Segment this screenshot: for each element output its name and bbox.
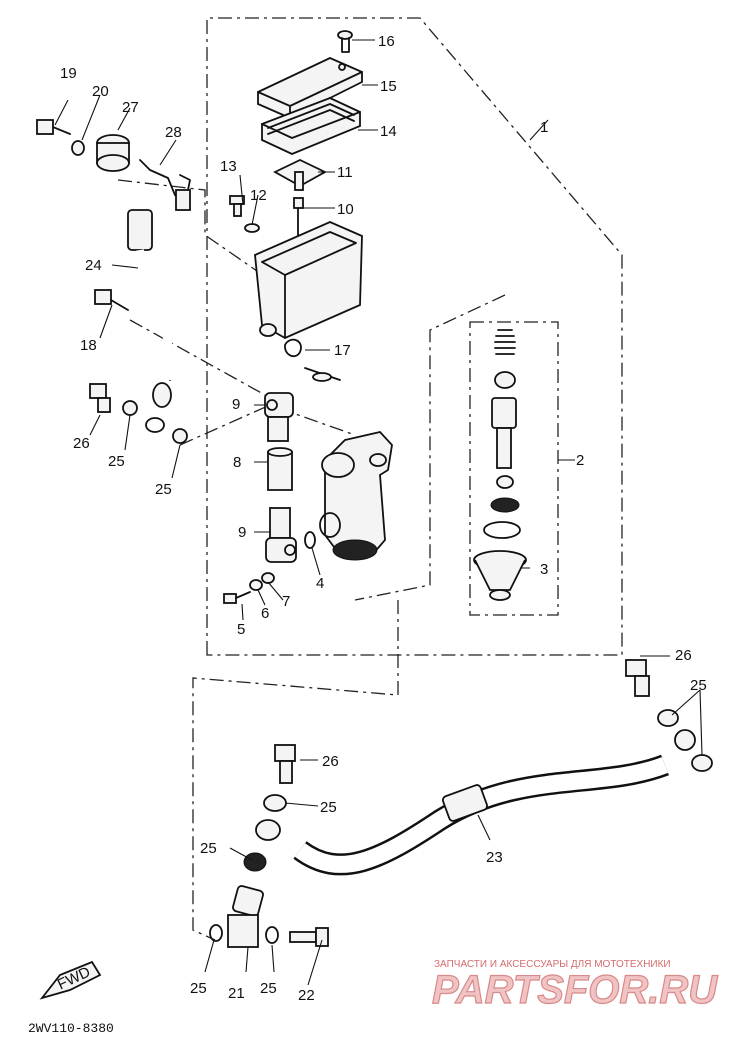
screw-22-icon: [289, 927, 329, 947]
connector-line-hose: [192, 600, 399, 941]
callout-21: 21: [228, 985, 245, 1002]
washer-25-bottom-b-icon: [265, 926, 279, 944]
washer-25-left-b-icon: [172, 428, 188, 444]
grommet-27-icon: [96, 134, 130, 172]
fwd-arrow-icon: FWD: [39, 960, 102, 1000]
banjo-fitting-9-upper-icon: [264, 392, 294, 442]
hose-23-icon: [293, 754, 669, 876]
connector-line-mount: [117, 179, 271, 281]
callout-26-right: 26: [675, 647, 692, 664]
assembly-boundary-1: [206, 17, 623, 656]
washer-25-bottom-a-icon: [209, 924, 223, 942]
bolt-26-left-icon: [89, 383, 111, 413]
callout-18: 18: [80, 337, 97, 354]
callout-25-bottom-b: 25: [260, 980, 277, 997]
callout-11: 11: [337, 164, 353, 181]
screw-5-icon: [223, 591, 251, 604]
callout-25-left-a: 25: [108, 453, 125, 470]
bolt-19-icon: [36, 119, 71, 135]
callout-26-lower: 26: [322, 753, 339, 770]
subassembly-boundary-2: [469, 321, 559, 616]
plate-11-icon: [273, 159, 327, 191]
washer-6-icon: [249, 579, 263, 591]
callout-27: 27: [122, 99, 139, 116]
leader-lines: [54, 39, 703, 986]
bolt-13-icon: [229, 195, 245, 217]
callout-23: 23: [486, 849, 503, 866]
callout-25-lower-a: 25: [320, 799, 337, 816]
callout-8: 8: [233, 454, 241, 471]
reservoir-cap-15-icon: [257, 57, 363, 119]
diagram-code: 2WV110-8380: [28, 1021, 114, 1036]
watermark-tagline: ЗАПЧАСТИ И АКСЕССУАРЫ ДЛЯ МОТОТЕХНИКИ: [434, 959, 671, 970]
callout-15: 15: [380, 78, 397, 95]
callout-19: 19: [60, 65, 77, 82]
connector-line-bolt: [129, 319, 266, 396]
callout-26-left: 26: [73, 435, 90, 452]
piston-kit-2-icon: [483, 329, 521, 539]
washer-25-lower-a-icon: [263, 794, 287, 812]
washer-25-left-a-icon: [122, 400, 138, 416]
callout-25-bottom-a: 25: [190, 980, 207, 997]
connector-line: [354, 294, 506, 601]
callout-28: 28: [165, 124, 182, 141]
callout-25-left-b: 25: [155, 481, 172, 498]
bracket-28-icon: [139, 159, 191, 211]
washer-12-icon: [244, 223, 260, 233]
callout-14: 14: [380, 123, 397, 140]
o-ring-4-icon: [304, 531, 316, 549]
callout-24: 24: [85, 257, 102, 274]
callout-16: 16: [378, 33, 395, 50]
bolt-26-lower-icon: [274, 744, 296, 784]
callout-2: 2: [576, 452, 584, 469]
washer-25-lower-b-icon: [243, 852, 267, 872]
callout-9-lower: 9: [238, 524, 246, 541]
callout-7: 7: [282, 593, 290, 610]
callout-25-lower-b: 25: [200, 840, 217, 857]
callout-12: 12: [250, 187, 267, 204]
union-21-icon: [227, 885, 264, 948]
callout-4: 4: [316, 575, 324, 592]
watermark-brand: PARTSFOR.RU: [432, 968, 718, 1012]
callout-1: 1: [540, 119, 548, 136]
screw-16-icon: [337, 30, 353, 53]
bolt-26-right-icon: [625, 659, 650, 697]
callout-25-right: 25: [690, 677, 707, 694]
banjo-end-right-icon: [674, 729, 696, 751]
dust-boot-3-icon: [473, 550, 527, 601]
callout-20: 20: [92, 83, 109, 100]
washer-25-right-b-icon: [691, 754, 713, 772]
reservoir-body-icon: [254, 221, 363, 340]
hose-24-icon: [127, 209, 175, 433]
master-cylinder-body-icon: [319, 431, 393, 561]
hose-8-icon: [267, 447, 293, 491]
connector-line-banjo: [179, 404, 356, 446]
diaphragm-14-icon: [261, 97, 361, 155]
callout-13: 13: [220, 158, 237, 175]
banjo-fitting-9-lower-icon: [265, 507, 297, 563]
washer-7-icon: [261, 572, 275, 584]
hose-clip-17-icon: [284, 338, 341, 382]
callout-6: 6: [261, 605, 269, 622]
callout-10: 10: [337, 201, 354, 218]
callout-22: 22: [298, 987, 315, 1004]
callout-3: 3: [540, 561, 548, 578]
washer-20-icon: [71, 140, 85, 156]
bolt-18-icon: [94, 289, 129, 311]
banjo-end-lower-icon: [255, 819, 281, 841]
callout-9-upper: 9: [232, 396, 240, 413]
callout-5: 5: [237, 621, 245, 638]
callout-17: 17: [334, 342, 351, 359]
